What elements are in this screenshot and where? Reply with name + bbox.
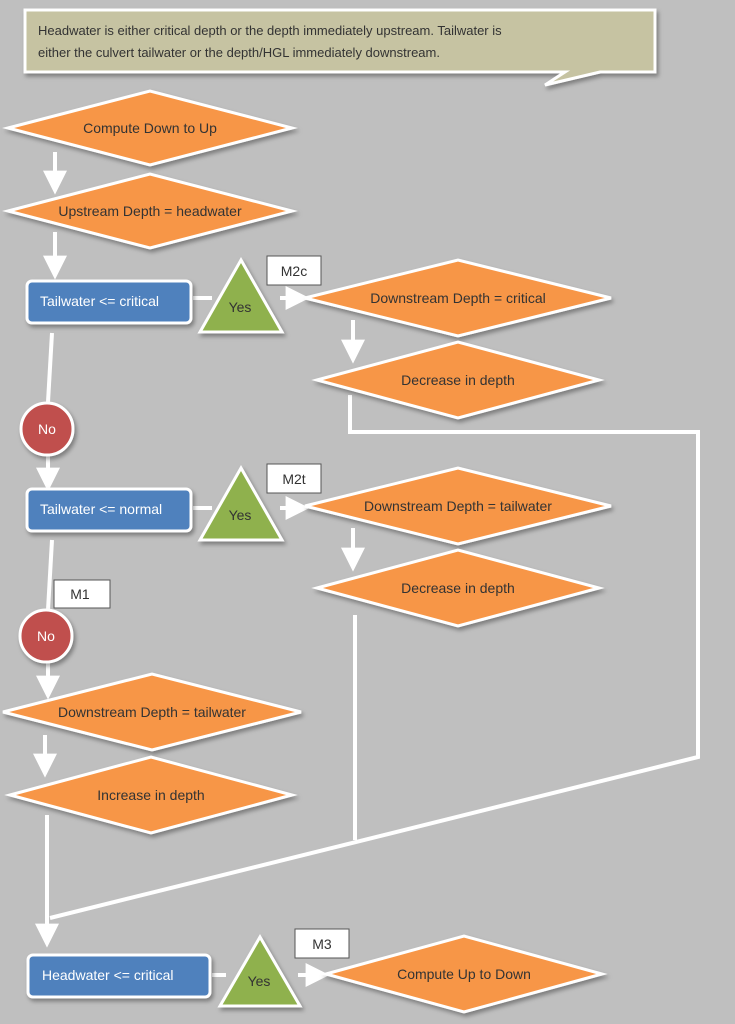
label-box-m3: M3 <box>294 928 350 959</box>
rect-tw-normal: Tailwater <= normal <box>25 487 193 533</box>
hw-critical-label: Headwater <= critical <box>42 967 174 983</box>
no-2-label: No <box>37 628 55 644</box>
diamond-ds-tailwater-2: Downstream Depth = tailwater <box>2 672 302 752</box>
m3-label: M3 <box>312 936 332 952</box>
line-tw-critical-to-no <box>46 332 54 403</box>
decrease-1-label: Decrease in depth <box>401 372 515 388</box>
ds-tailwater-1-label: Downstream Depth = tailwater <box>364 498 552 514</box>
triangle-yes-1: Yes <box>197 256 285 334</box>
line-tw-normal-to-no <box>46 539 54 611</box>
diamond-compute-up-down: Compute Up to Down <box>320 934 608 1014</box>
upstream-depth-label: Upstream Depth = headwater <box>58 203 242 219</box>
ds-tailwater-2-label: Downstream Depth = tailwater <box>58 704 246 720</box>
diamond-decrease-1: Decrease in depth <box>311 340 605 420</box>
yes-3-label: Yes <box>248 973 271 989</box>
label-box-m2c: M2c <box>266 255 322 286</box>
m2t-label: M2t <box>282 471 305 487</box>
diamond-decrease-2: Decrease in depth <box>311 548 605 628</box>
note-line-2: either the culvert tailwater or the dept… <box>38 45 440 60</box>
note-line-1: Headwater is either critical depth or th… <box>38 23 502 38</box>
decrease-2-label: Decrease in depth <box>401 580 515 596</box>
increase-label: Increase in depth <box>97 787 204 803</box>
label-box-m2t: M2t <box>266 463 322 494</box>
diamond-compute-down-up: Compute Down to Up <box>2 89 298 167</box>
compute-up-down-label: Compute Up to Down <box>397 966 531 982</box>
yes-2-label: Yes <box>229 507 252 523</box>
diamond-ds-critical: Downstream Depth = critical <box>304 258 612 338</box>
no-1-label: No <box>38 421 56 437</box>
connectors <box>33 152 700 987</box>
triangle-yes-3: Yes <box>217 934 303 1008</box>
m2c-label: M2c <box>281 263 307 279</box>
rect-tw-critical: Tailwater <= critical <box>25 279 193 325</box>
diamond-upstream-depth: Upstream Depth = headwater <box>2 172 298 250</box>
diamond-ds-tailwater-1: Downstream Depth = tailwater <box>304 466 612 546</box>
tw-critical-label: Tailwater <= critical <box>40 293 159 309</box>
ds-critical-label: Downstream Depth = critical <box>370 290 545 306</box>
diamond-increase: Increase in depth <box>4 755 298 835</box>
triangle-yes-2: Yes <box>197 464 285 542</box>
circle-no-2: No <box>18 608 74 664</box>
note-box: Headwater is either critical depth or th… <box>23 8 657 87</box>
yes-1-label: Yes <box>229 299 252 315</box>
compute-down-up-label: Compute Down to Up <box>83 120 217 136</box>
tw-normal-label: Tailwater <= normal <box>40 501 162 517</box>
line-decrease1-to-junction <box>49 395 700 920</box>
label-box-m1: M1 <box>53 579 111 609</box>
m1-label: M1 <box>70 586 90 602</box>
rect-hw-critical: Headwater <= critical <box>26 953 212 999</box>
circle-no-1: No <box>19 401 75 457</box>
